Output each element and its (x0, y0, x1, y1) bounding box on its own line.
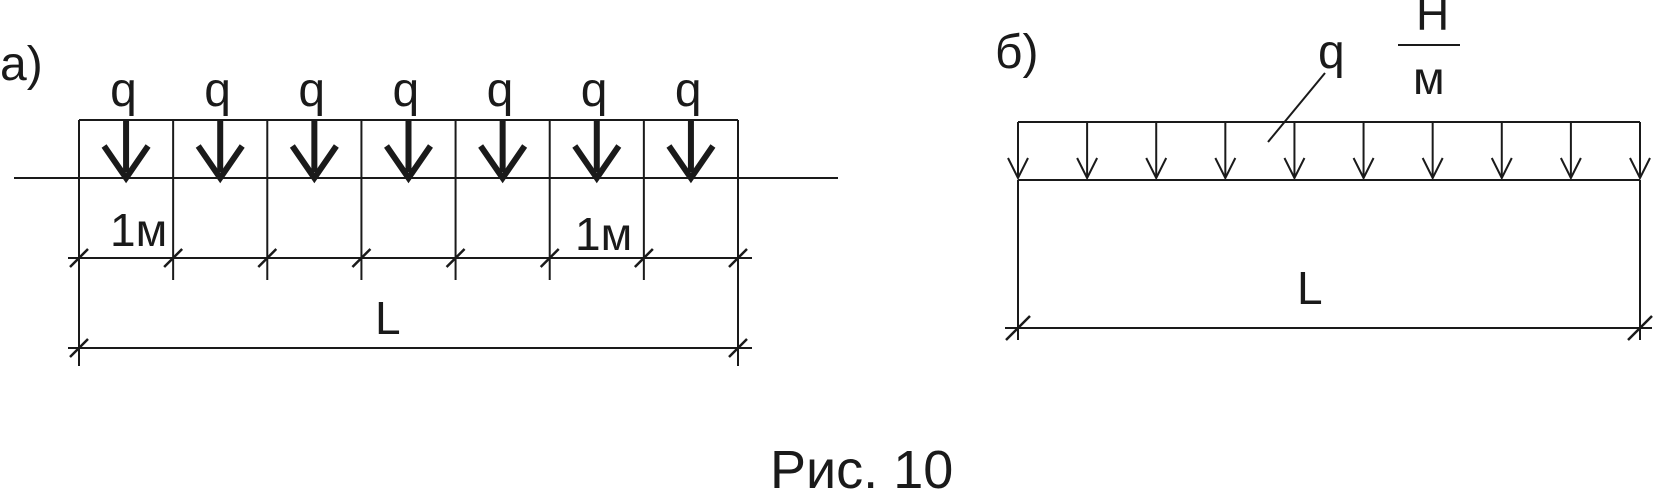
segment-length-label-left: 1м (110, 204, 167, 256)
dimension-tick-right-b (1627, 315, 1653, 341)
distributed-load-arrow-head (1352, 157, 1375, 181)
diagram-b-label: б) (995, 26, 1038, 79)
load-arrow-head (289, 144, 339, 184)
distributed-load-arrow-head (1283, 157, 1306, 181)
concentrated-load-arrows-a (101, 120, 716, 184)
segment-length-label-right: 1м (575, 208, 632, 260)
load-leader-line (1267, 72, 1326, 143)
distributed-load-arrow-head (1145, 157, 1168, 181)
load-label: q (110, 64, 137, 117)
distributed-load-arrow-head (1629, 157, 1651, 181)
unit-numerator: Н (1416, 0, 1449, 40)
load-arrow-head (572, 144, 622, 184)
distributed-load-arrow-head (1559, 157, 1582, 181)
distributed-load-arrow-head (1007, 157, 1029, 181)
distributed-load-arrow-head (1421, 157, 1444, 181)
dimension-ticks-a (69, 248, 748, 358)
distributed-load-arrows-b (1007, 122, 1651, 181)
distributed-load-arrow-head (1214, 157, 1237, 181)
load-arrow-head (101, 144, 151, 184)
distributed-load-arrow-head (1076, 157, 1099, 181)
diagram-b: б) q Н м L (995, 0, 1653, 341)
diagram-a-label: а) (0, 38, 43, 91)
unit-denominator: м (1413, 52, 1445, 104)
load-label: q (487, 64, 514, 117)
load-arrow-head (478, 144, 528, 184)
load-arrow-head (666, 144, 716, 184)
extension-lines-a (78, 178, 739, 366)
load-label: q (581, 64, 608, 117)
load-label: q (204, 64, 231, 117)
diagram-a: а) q q q q q q q 1м 1м L (0, 38, 838, 366)
load-label: q (393, 64, 420, 117)
distributed-load-symbol-b: q (1318, 26, 1345, 79)
load-arrow-head (384, 144, 433, 184)
span-label-b: L (1297, 262, 1323, 314)
dimension-tick-left-b (1005, 315, 1031, 341)
load-label: q (675, 64, 702, 117)
load-arrow-head (195, 144, 245, 184)
distributed-load-arrow-head (1490, 157, 1513, 181)
load-box-dividers-a (78, 120, 739, 178)
load-label: q (298, 64, 325, 117)
figure-caption: Рис. 10 (770, 440, 953, 495)
span-label-a: L (375, 292, 401, 344)
